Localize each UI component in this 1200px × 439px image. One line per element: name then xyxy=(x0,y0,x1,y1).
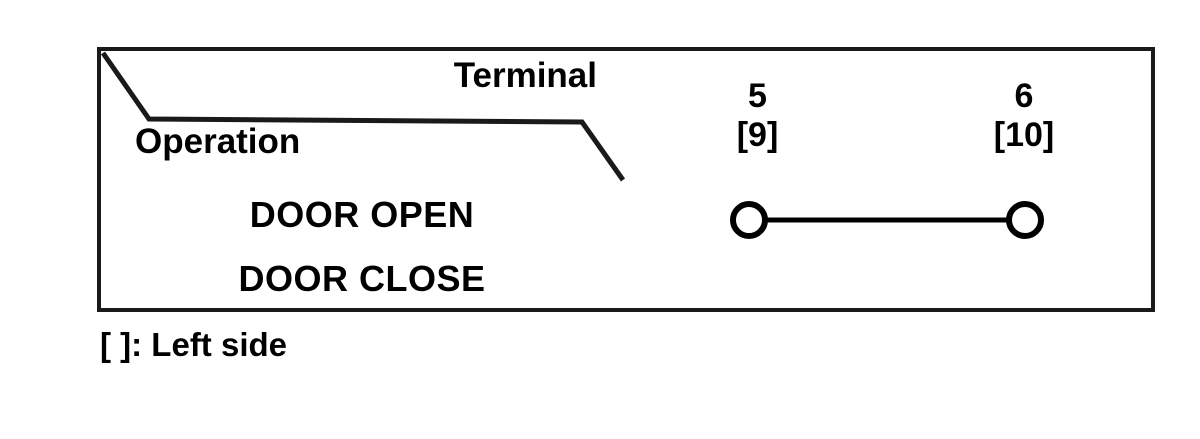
terminal-alternate-number: [10] xyxy=(993,115,1055,154)
value-cell-door-close-terminal-6 xyxy=(892,250,1156,308)
value-cell-door-close-terminal-5 xyxy=(626,250,889,308)
continuity-table: Terminal Operation 5 [9] 6 [10] DOOR OPE… xyxy=(97,47,1155,312)
terminal-alternate-number: [9] xyxy=(736,115,779,154)
value-cell-door-open-terminal-5 xyxy=(626,184,889,246)
terminal-column-header-6: 6 [10] xyxy=(892,51,1156,180)
column-axis-label: Terminal xyxy=(453,56,597,95)
row-axis-label: Operation xyxy=(135,122,301,161)
terminal-number: 5 xyxy=(748,77,767,116)
value-cell-door-open-terminal-6 xyxy=(892,184,1156,246)
terminal-column-header-5: 5 [9] xyxy=(626,51,889,180)
operation-label-door-close: DOOR CLOSE xyxy=(238,258,486,299)
header-corner-cell: Terminal Operation xyxy=(101,51,623,180)
diagonal-split-line xyxy=(101,51,623,180)
table-footnote: [ ]: Left side xyxy=(100,326,287,363)
terminal-number: 6 xyxy=(1014,77,1034,116)
operation-label-door-open: DOOR OPEN xyxy=(249,194,475,235)
